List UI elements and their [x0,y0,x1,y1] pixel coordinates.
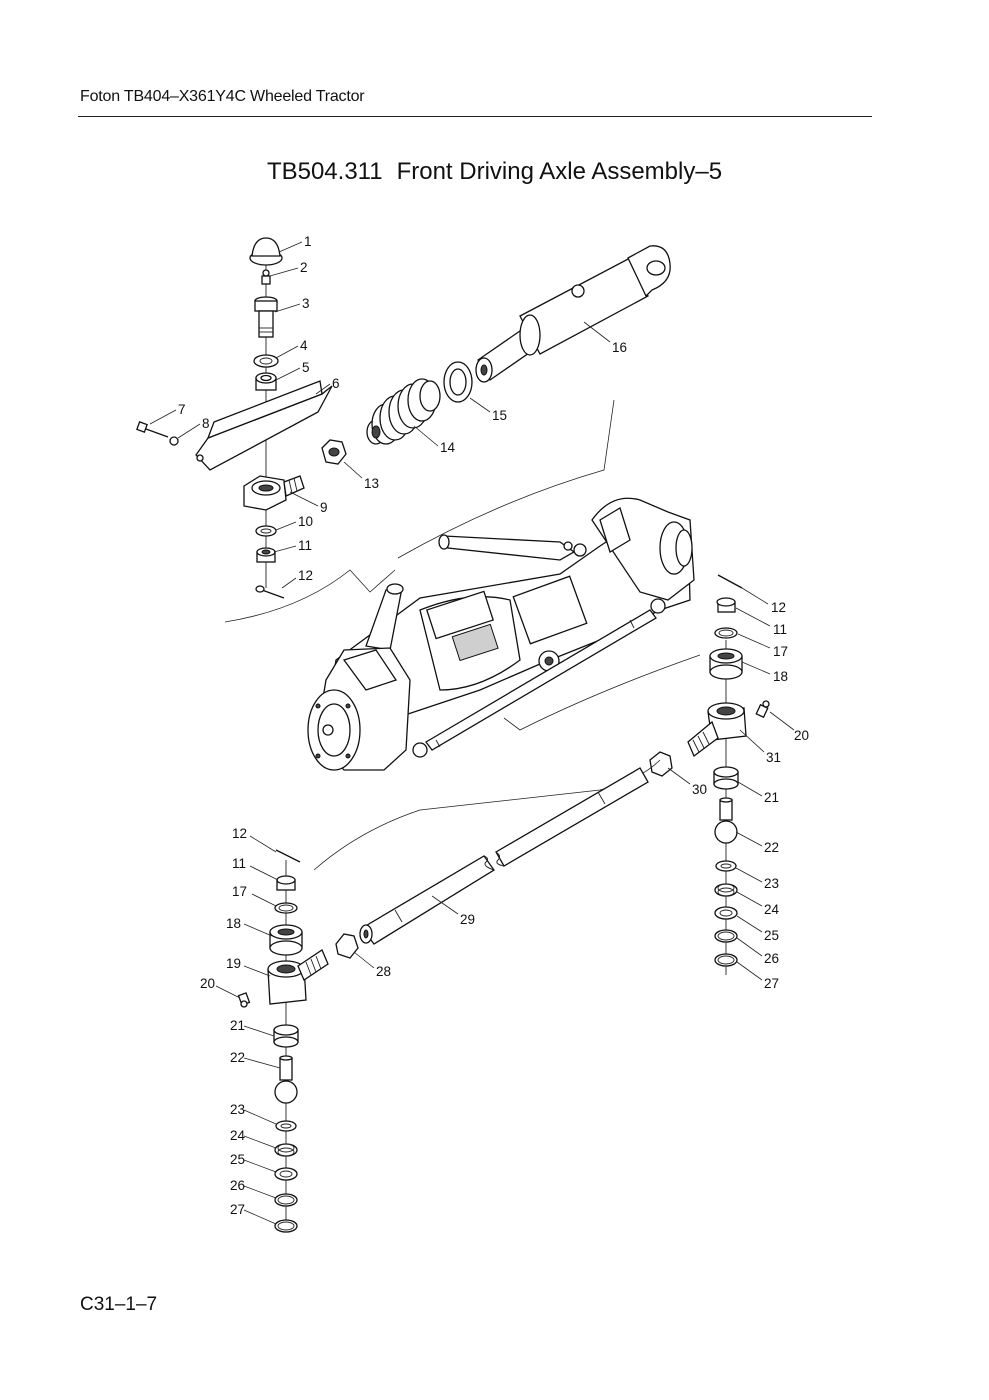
callout-right-11: 11 [773,622,787,637]
callout-left-18: 18 [226,916,241,931]
part-bellows-boot [366,378,441,445]
part-cotter-pin [255,585,285,599]
header-rule [78,116,872,117]
page-reference: C31–1–7 [80,1294,158,1315]
callout-left-12: 12 [232,826,247,841]
part-dust-seal-left [269,924,303,956]
callout-right-30: 30 [692,782,707,797]
part-hex-nut [321,439,347,465]
part-o-ring-left [274,902,298,914]
callout-28: 28 [376,964,391,979]
callout-2: 2 [300,260,308,275]
callout-right-18: 18 [773,669,788,684]
part-castle-nut-left [276,875,296,891]
part-tie-rod [313,759,661,945]
part-spring-right [714,883,738,897]
part-seat-right [715,860,737,872]
callout-right-27: 27 [764,976,779,991]
parts-group-upper-left [136,237,671,599]
callout-10: 10 [298,514,313,529]
part-washer-right [714,906,738,920]
part-grease-nipple [261,269,271,285]
callout-right-24: 24 [764,902,780,917]
callout-left-23: 23 [230,1102,245,1117]
part-grease-nipple-left [237,992,251,1008]
callout-right-12: 12 [771,600,786,615]
callout-1: 1 [304,234,312,249]
callout-8: 8 [202,416,210,431]
part-king-pin [254,296,278,338]
part-washer-lower [255,525,277,537]
part-seal-ring [443,361,473,403]
part-ball-stud-right [714,797,738,844]
part-bracket-plate [195,380,333,471]
callout-left-11: 11 [232,856,246,871]
callout-left-24: 24 [230,1128,246,1143]
part-washer [253,354,279,368]
part-castle-nut-right [716,597,736,613]
header-title: Foton TB404–X361Y4C Wheeled Tractor [80,88,365,105]
part-o-ring-right [714,627,738,639]
part-steering-arm [243,475,305,511]
part-lock-washer [169,436,179,446]
part-bushing-left [273,1024,299,1048]
callout-right-20: 20 [794,728,809,743]
callout-left-22: 22 [230,1050,245,1065]
page-title-code: TB504.311 [266,158,383,185]
part-castle-nut [256,547,276,563]
callout-12: 12 [298,568,313,583]
callout-labels: 1 2 3 4 5 6 7 8 9 10 11 12 13 14 15 16 1… [178,234,809,1217]
part-hydraulic-cylinder [475,245,671,383]
callout-left-27: 27 [230,1202,245,1217]
callout-11: 11 [298,538,312,553]
callout-left-25: 25 [230,1152,245,1167]
part-lock-nut-left [335,933,359,959]
callout-left-19: 19 [226,956,241,971]
callout-14: 14 [440,440,456,455]
callout-left-21: 21 [230,1018,245,1033]
callout-right-21: 21 [764,790,779,805]
page-title-name: Front Driving Axle Assembly–5 [396,158,723,185]
callout-left-17: 17 [232,884,247,899]
callout-16: 16 [612,340,627,355]
callout-right-22: 22 [764,840,779,855]
part-bushing [255,372,277,391]
part-cotter-pin-left [275,849,301,863]
part-tie-rod-end-right [687,702,747,758]
parts-group-lower-left [237,849,329,1233]
callout-right-31: 31 [766,750,781,765]
callout-right-25: 25 [764,928,779,943]
part-bolt [136,421,169,438]
callout-left-26: 26 [230,1178,245,1193]
callout-7: 7 [178,402,186,417]
part-dust-cap [249,237,283,266]
callout-right-23: 23 [764,876,779,891]
page-title: TB504.311 Front Driving Axle Assembly–5 [0,158,989,186]
callout-29: 29 [460,912,475,927]
callout-13: 13 [364,476,379,491]
callout-left-20: 20 [200,976,215,991]
callout-9: 9 [320,500,328,515]
part-dust-seal-right [709,648,743,680]
part-ball-stud-left [274,1055,298,1104]
callout-15: 15 [492,408,507,423]
callout-4: 4 [300,338,308,353]
callout-5: 5 [302,360,310,375]
callout-3: 3 [302,296,310,311]
part-spring-left [274,1143,298,1157]
callout-6: 6 [332,376,340,391]
callout-right-26: 26 [764,951,779,966]
part-bushing-right [713,766,739,790]
parts-group-right [649,574,770,975]
part-cotter-pin-right [717,574,743,589]
part-tie-rod-end-left [267,949,329,1005]
part-lock-nut-right [649,751,673,777]
leader-lines [149,241,795,1225]
part-washer-left [274,1167,298,1181]
part-seat-left [275,1120,297,1132]
axle-housing-assembly [224,399,701,771]
part-grease-nipple-right [755,700,770,719]
callout-right-17: 17 [773,644,788,659]
